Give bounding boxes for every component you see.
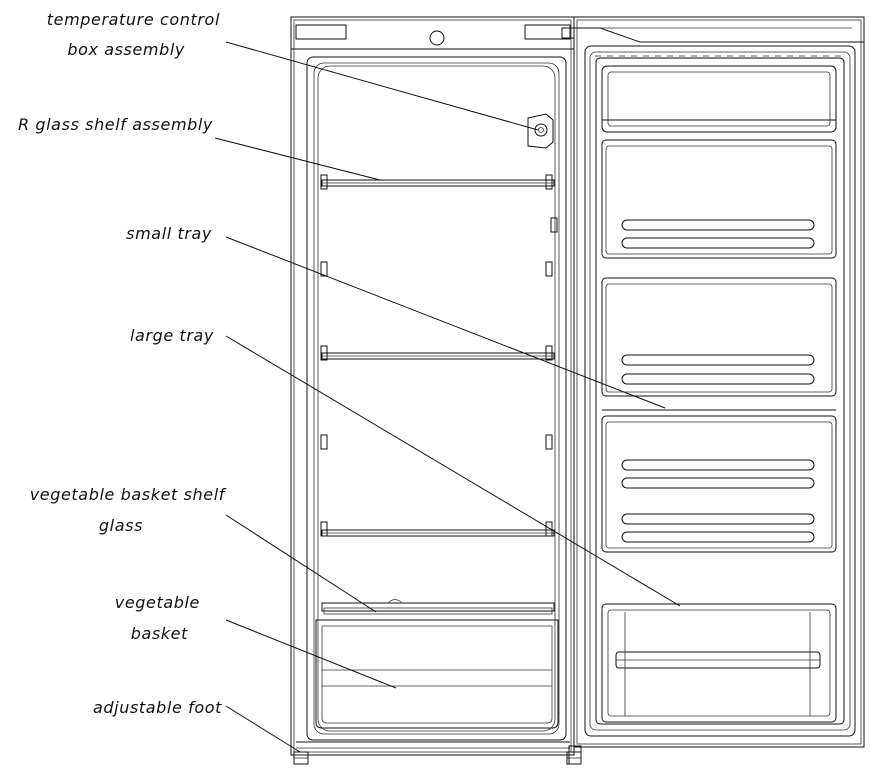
small-tray — [601, 139, 837, 259]
large-tray-upper — [601, 277, 837, 411]
label-glass-shelf: R glass shelf assembly — [18, 115, 213, 134]
leader-lines — [214, 41, 681, 753]
label-veg-basket-1: vegetable — [115, 593, 200, 612]
leader-temperature-control — [225, 41, 539, 131]
label-large-tray: large tray — [130, 326, 214, 345]
glass-shelf-3 — [321, 529, 555, 537]
glass-shelf-2 — [321, 352, 555, 360]
leader-large-tray — [225, 335, 681, 607]
label-veg-shelf-1: vegetable basket shelf — [30, 485, 227, 504]
leader-small-tray — [225, 236, 666, 409]
thermostat-knob — [429, 30, 445, 46]
labels: temperature control box assembly R glass… — [18, 10, 227, 717]
glass-shelf-1 — [321, 179, 555, 187]
large-tray-lower — [601, 415, 837, 553]
label-temperature-control-2: box assembly — [67, 40, 185, 59]
label-veg-basket-2: basket — [131, 624, 188, 643]
refrigerator-door — [561, 16, 865, 765]
label-small-tray: small tray — [126, 224, 212, 243]
leader-veg-shelf — [225, 514, 377, 613]
refrigerator-cabinet — [290, 16, 582, 765]
vegetable-basket — [315, 619, 559, 729]
temperature-control-box — [527, 113, 554, 149]
leader-veg-basket — [225, 619, 397, 689]
leader-glass-shelf — [214, 137, 381, 181]
vegetable-basket-shelf-glass — [321, 599, 555, 615]
bottle-tray — [601, 603, 837, 723]
label-veg-shelf-2: glass — [99, 516, 143, 535]
label-adjustable-foot: adjustable foot — [93, 698, 222, 717]
leader-adjustable-foot — [225, 705, 301, 753]
label-temperature-control-1: temperature control — [47, 10, 220, 29]
adjustable-foot — [293, 751, 582, 765]
